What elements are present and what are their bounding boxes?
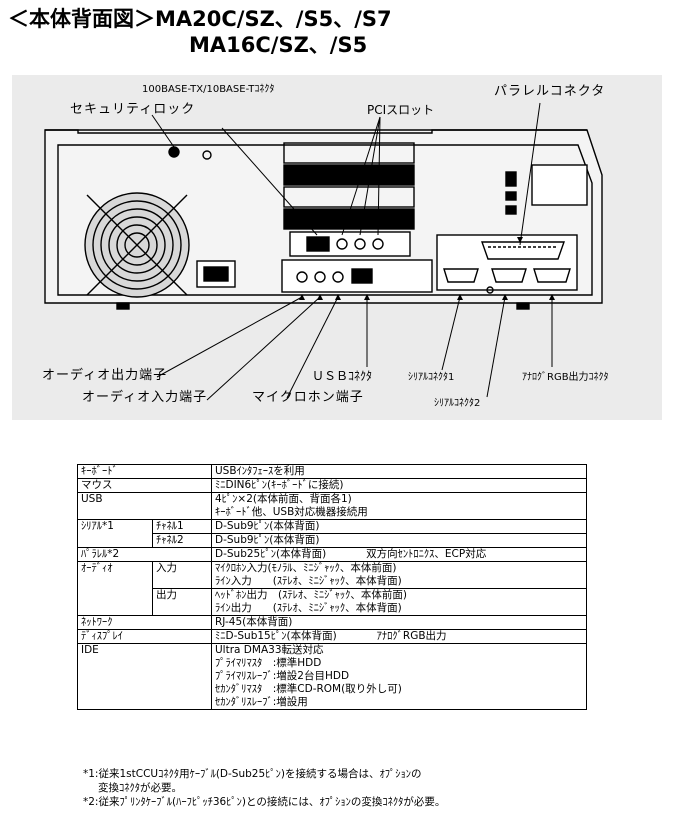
- audio-in-jack: [314, 271, 326, 283]
- table-row: ﾊﾟﾗﾚﾙ*2 D-Sub25ﾋﾟﾝ(本体背面) 双方向ｾﾝﾄﾛﾆｸｽ、ECP対応: [77, 547, 587, 562]
- footnotes: *1:従来1stCCUｺﾈｸﾀ用ｹｰﾌﾞﾙ(D-Sub25ﾋﾟﾝ)を接続する場合…: [83, 767, 445, 809]
- table-row: ｷｰﾎﾞｰﾄﾞ USBｲﾝﾀﾌｪｰｽを利用: [77, 464, 587, 479]
- case-top-edge: [45, 129, 587, 134]
- label-serial-2: ｼﾘｱﾙｺﾈｸﾀ2: [434, 398, 481, 409]
- spec-ide-line-4: ｾｶﾝﾀﾞﾘﾏｽﾀ :標準CD-ROM(取り外し可): [215, 683, 402, 695]
- spec-ide-line-3: ﾌﾟﾗｲﾏﾘｽﾚｰﾌﾞ:増設2台目HDD: [215, 670, 350, 682]
- label-audio-out: オーディオ出力端子: [42, 368, 168, 383]
- spec-value-parallel: D-Sub25ﾋﾟﾝ(本体背面) 双方向ｾﾝﾄﾛﾆｸｽ、ECP対応: [211, 547, 587, 562]
- spec-value-usb: 4ﾋﾟﾝ×2(本体前面、背面各1) ｷｰﾎﾞｰﾄﾞ他、USB対応機器接続用: [211, 492, 587, 520]
- spec-ide-line-1: Ultra DMA33転送対応: [215, 644, 324, 656]
- label-usb: ＵＳＢｺﾈｸﾀ: [312, 369, 373, 383]
- spec-audio-out-2: ﾗｲﾝ出力 (ｽﾃﾚｵ、ﾐﾆｼﾞｬｯｸ、本体背面): [215, 602, 402, 614]
- spec-ide-line-5: ｾｶﾝﾀﾞﾘｽﾚｰﾌﾞ:増設用: [215, 696, 308, 708]
- usb-port: [351, 268, 373, 284]
- spec-audio-in-2: ﾗｲﾝ入力 (ｽﾃﾚｵ、ﾐﾆｼﾞｬｯｸ、本体背面): [215, 575, 402, 587]
- footnote-1-cont: 変換ｺﾈｸﾀが必要。: [98, 782, 182, 794]
- lan-port: [306, 236, 330, 252]
- footnote-1: *1:従来1stCCUｺﾈｸﾀ用ｹｰﾌﾞﾙ(D-Sub25ﾋﾟﾝ)を接続する場合…: [83, 768, 422, 780]
- spec-label-audio-out: 出力: [152, 588, 212, 616]
- spec-label-ch2: ﾁｬﾈﾙ2: [152, 533, 212, 548]
- spec-label-parallel: ﾊﾟﾗﾚﾙ*2: [77, 547, 212, 562]
- spec-value-network: RJ-45(本体背面): [211, 615, 587, 630]
- title-line-1: ＜本体背面図＞MA20C/SZ、/S5、/S7: [8, 7, 392, 31]
- spec-value-audio-in: ﾏｲｸﾛﾎﾝ入力(ﾓﾉﾗﾙ、ﾐﾆｼﾞｬｯｸ、本体前面) ﾗｲﾝ入力 (ｽﾃﾚｵ、…: [211, 561, 587, 589]
- spec-value-display: ﾐﾆD-Sub15ﾋﾟﾝ(本体背面) ｱﾅﾛｸﾞRGB出力: [211, 629, 587, 644]
- table-row: ﾁｬﾈﾙ2 D-Sub9ﾋﾟﾝ(本体背面): [78, 533, 587, 548]
- page-title: ＜本体背面図＞MA20C/SZ、/S5、/S7 MA16C/SZ、/S5: [8, 6, 392, 58]
- serial-connector-1: [443, 268, 479, 283]
- table-row: ｼﾘｱﾙ*1 ﾁｬﾈﾙ1 D-Sub9ﾋﾟﾝ(本体背面): [77, 519, 587, 548]
- security-lock: [168, 146, 180, 158]
- foot-left: [116, 302, 130, 310]
- spec-audio-out-1: ﾍｯﾄﾞﾎﾝ出力 (ｽﾃﾚｵ、ﾐﾆｼﾞｬｯｸ、本体前面): [215, 589, 407, 601]
- table-row: USB 4ﾋﾟﾝ×2(本体前面、背面各1) ｷｰﾎﾞｰﾄﾞ他、USB対応機器接続…: [77, 492, 587, 520]
- spec-usb-line-2: ｷｰﾎﾞｰﾄﾞ他、USB対応機器接続用: [215, 506, 368, 518]
- spec-usb-line-1: 4ﾋﾟﾝ×2(本体前面、背面各1): [215, 493, 352, 505]
- foot-right: [516, 302, 530, 310]
- table-row: ﾈｯﾄﾜｰｸ RJ-45(本体背面): [77, 615, 587, 630]
- spec-value-ide: Ultra DMA33転送対応 ﾌﾟﾗｲﾏﾘﾏｽﾀ :標準HDD ﾌﾟﾗｲﾏﾘｽ…: [211, 643, 587, 710]
- rear-panel-diagram: 100BASE-TX/10BASE-Tｺﾈｸﾀ セキュリティロック PCIスロッ…: [12, 75, 662, 420]
- spec-label-serial: ｼﾘｱﾙ*1: [77, 519, 153, 548]
- spec-display-value: ﾐﾆD-Sub15ﾋﾟﾝ(本体背面): [215, 630, 337, 642]
- spec-label-display: ﾃﾞｨｽﾌﾟﾚｲ: [77, 629, 212, 644]
- spec-label-usb: USB: [77, 492, 212, 520]
- spec-parallel-value: D-Sub25ﾋﾟﾝ(本体背面): [215, 548, 327, 560]
- label-audio-in: オーディオ入力端子: [82, 390, 208, 405]
- audio-out-jack: [296, 271, 308, 283]
- table-row: ｵｰﾃﾞｨｵ 入力 ﾏｲｸﾛﾎﾝ入力(ﾓﾉﾗﾙ、ﾐﾆｼﾞｬｯｸ、本体前面) ﾗｲ…: [77, 561, 587, 616]
- label-security-lock: セキュリティロック: [70, 102, 196, 117]
- footnote-2: *2:従来ﾌﾟﾘﾝﾀｹｰﾌﾞﾙ(ﾊｰﾌﾋﾟｯﾁ36ﾋﾟﾝ)との接続には、ｵﾌﾟｼ…: [83, 796, 446, 808]
- spec-display-extra: ｱﾅﾛｸﾞRGB出力: [376, 630, 447, 642]
- spec-label-network: ﾈｯﾄﾜｰｸ: [77, 615, 212, 630]
- spec-label-keyboard: ｷｰﾎﾞｰﾄﾞ: [77, 464, 212, 479]
- spec-ide-line-2: ﾌﾟﾗｲﾏﾘﾏｽﾀ :標準HDD: [215, 657, 322, 669]
- table-row: 出力 ﾍｯﾄﾞﾎﾝ出力 (ｽﾃﾚｵ、ﾐﾆｼﾞｬｯｸ、本体前面) ﾗｲﾝ出力 (ｽ…: [78, 588, 587, 616]
- case-inner: [57, 144, 593, 296]
- title-line-2: MA16C/SZ、/S5: [189, 33, 368, 57]
- table-row: IDE Ultra DMA33転送対応 ﾌﾟﾗｲﾏﾘﾏｽﾀ :標準HDD ﾌﾟﾗ…: [77, 643, 587, 710]
- table-row: マウス ﾐﾆDIN6ﾋﾟﾝ(ｷｰﾎﾞｰﾄﾞに接続): [77, 478, 587, 493]
- pci-slots: [283, 142, 415, 230]
- spec-parallel-extra: 双方向ｾﾝﾄﾛﾆｸｽ、ECP対応: [366, 548, 487, 560]
- spec-label-ide: IDE: [77, 643, 212, 710]
- label-pci-slot: PCIスロット: [367, 103, 435, 117]
- spec-value-audio-out: ﾍｯﾄﾞﾎﾝ出力 (ｽﾃﾚｵ、ﾐﾆｼﾞｬｯｸ、本体前面) ﾗｲﾝ出力 (ｽﾃﾚｵ…: [211, 588, 587, 616]
- spec-value-keyboard: USBｲﾝﾀﾌｪｰｽを利用: [211, 464, 587, 479]
- spec-value-ch1: D-Sub9ﾋﾟﾝ(本体背面): [211, 519, 587, 534]
- label-lan: 100BASE-TX/10BASE-Tｺﾈｸﾀ: [142, 84, 275, 95]
- label-analog-rgb: ｱﾅﾛｸﾞRGB出力ｺﾈｸﾀ: [522, 372, 609, 383]
- spec-value-mouse: ﾐﾆDIN6ﾋﾟﾝ(ｷｰﾎﾞｰﾄﾞに接続): [211, 478, 587, 493]
- spec-label-audio-in: 入力: [152, 561, 212, 589]
- label-mic: マイクロホン端子: [252, 390, 364, 405]
- mic-jack: [332, 271, 344, 283]
- spec-label-mouse: マウス: [77, 478, 212, 493]
- spec-audio-in-1: ﾏｲｸﾛﾎﾝ入力(ﾓﾉﾗﾙ、ﾐﾆｼﾞｬｯｸ、本体前面): [215, 562, 397, 574]
- parallel-connector: [481, 241, 565, 260]
- fan-grille: [84, 192, 190, 298]
- spec-label-audio: ｵｰﾃﾞｨｵ: [77, 561, 153, 616]
- table-row: ﾃﾞｨｽﾌﾟﾚｲ ﾐﾆD-Sub15ﾋﾟﾝ(本体背面) ｱﾅﾛｸﾞRGB出力: [77, 629, 587, 644]
- spec-value-ch2: D-Sub9ﾋﾟﾝ(本体背面): [211, 533, 587, 548]
- vga-connector: [533, 268, 571, 283]
- serial-connector-2: [491, 268, 527, 283]
- spec-table: ｷｰﾎﾞｰﾄﾞ USBｲﾝﾀﾌｪｰｽを利用 マウス ﾐﾆDIN6ﾋﾟﾝ(ｷｰﾎﾞ…: [77, 464, 587, 710]
- label-serial-1: ｼﾘｱﾙｺﾈｸﾀ1: [408, 372, 455, 383]
- rear-panel-drawing: [44, 102, 603, 401]
- spec-label-ch1: ﾁｬﾈﾙ1: [152, 519, 212, 534]
- label-parallel: パラレルコネクタ: [494, 84, 606, 99]
